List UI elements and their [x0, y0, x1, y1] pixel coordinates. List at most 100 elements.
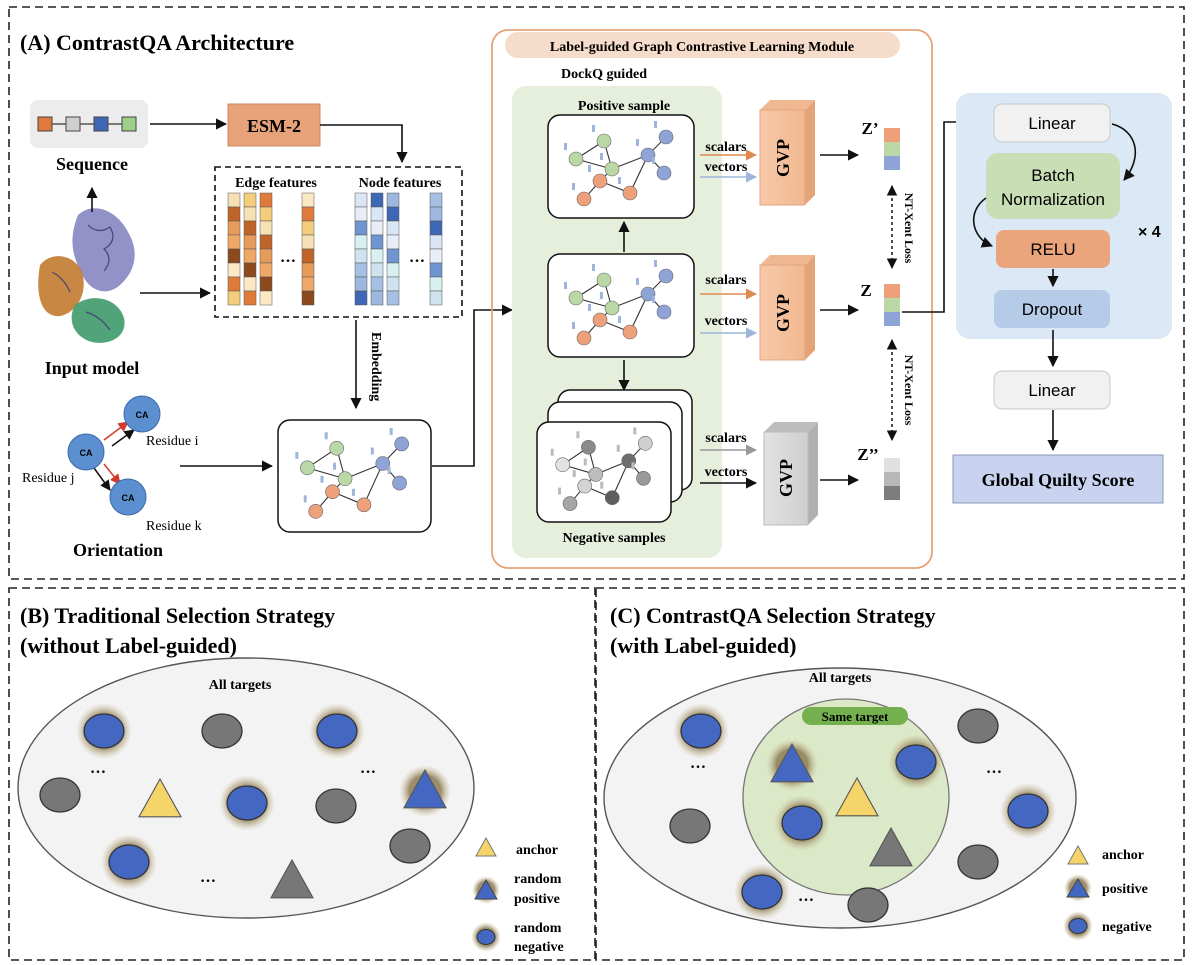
node-features-ellipsis: …	[409, 249, 425, 266]
esm2-label: ESM-2	[247, 116, 301, 136]
panel-c-dots-1: …	[690, 755, 706, 772]
graph-node	[308, 504, 324, 519]
edge-feature-cell	[227, 234, 241, 250]
vectors-label-1: vectors	[705, 160, 748, 175]
node-feature-cell	[354, 192, 368, 208]
repeat-label: × 4	[1138, 224, 1161, 241]
negative-sample	[895, 744, 937, 780]
graph-node	[656, 165, 672, 181]
edge-feature-cell	[301, 262, 315, 278]
graph-node-vector	[588, 304, 591, 311]
panel-a-border	[8, 6, 1185, 580]
node-feature-cell	[354, 206, 368, 222]
node-feature-cell	[429, 276, 443, 292]
graph-node	[568, 151, 584, 167]
graph-node	[658, 268, 674, 284]
module-title: Label-guided Graph Contrastive Learning …	[550, 40, 854, 55]
panel-b-legend-pos-1: random	[514, 872, 562, 887]
graph-node-vector	[618, 177, 621, 184]
graph-node-vector	[592, 125, 595, 132]
residue-k-label: Residue k	[146, 519, 202, 534]
relu-label: RELU	[1030, 240, 1075, 259]
anchor-sample-graph	[547, 253, 695, 358]
edge-feature-cell	[259, 234, 273, 250]
other-target-sample	[669, 808, 711, 844]
other-target-sample	[957, 844, 999, 880]
esm2-box	[227, 103, 321, 147]
gvp-row-negative	[700, 422, 818, 526]
graph-node	[622, 324, 638, 340]
graph-node	[636, 471, 651, 486]
panel-c-legend	[1063, 844, 1093, 941]
other-target-sample	[270, 858, 314, 899]
other-target-sample	[869, 826, 913, 867]
graph-node-vector	[654, 260, 657, 267]
edge-feature-cell	[259, 290, 273, 306]
graph-node	[640, 147, 656, 163]
edge-feature-cell	[301, 248, 315, 264]
edge-feature-cell	[227, 206, 241, 222]
edge-feature-cell	[301, 234, 315, 250]
panel-c-all-targets-label: All targets	[809, 671, 872, 686]
graph-node-vector	[600, 153, 603, 160]
panel-b-dots-2: …	[360, 760, 376, 777]
node-feature-cell	[370, 248, 384, 264]
positive-sample-label: Positive sample	[578, 99, 670, 114]
graph-node	[592, 173, 608, 189]
node-feature-cell	[354, 234, 368, 250]
edge-feature-cell	[259, 248, 273, 264]
z-vector	[884, 284, 900, 326]
graph-node	[604, 490, 620, 506]
contrastive-module	[491, 29, 933, 569]
z-prime-vector	[884, 128, 900, 170]
graph-node	[576, 191, 592, 207]
graph-node-vector	[572, 470, 576, 478]
panel-c-title-2: (with Label-guided)	[610, 633, 796, 658]
graph-node-vector	[389, 427, 393, 435]
graph-node	[394, 436, 409, 452]
node-feature-cell	[429, 248, 443, 264]
global-score-box	[952, 454, 1164, 504]
graph-node-vector	[592, 264, 595, 271]
positive-sample	[403, 768, 447, 809]
same-target-label: Same target	[822, 709, 889, 724]
panel-b-all-targets-label: All targets	[209, 678, 272, 693]
graph-node	[337, 471, 353, 487]
graph-node	[656, 304, 672, 320]
graph-node-vector	[631, 462, 635, 470]
scalars-label-1: scalars	[705, 140, 747, 155]
batchnorm-label-1: Batch	[1031, 166, 1074, 185]
graph-node-vector	[572, 183, 575, 190]
anchor-sample	[835, 776, 879, 817]
graph-node-vector	[558, 487, 562, 495]
embedding-label: Embedding	[368, 332, 383, 401]
negative-sample	[781, 805, 823, 841]
graph-node-vector	[387, 467, 391, 475]
residue-i-label: Residue i	[146, 434, 199, 449]
graph-node-vector	[324, 432, 328, 440]
node-feature-cell	[429, 192, 443, 208]
graph-node-vector	[636, 278, 639, 285]
node-feature-cell	[354, 248, 368, 264]
gvp-label-2: GVP	[773, 294, 793, 332]
panel-b-legend	[471, 836, 501, 952]
edge-feature-cell	[243, 290, 257, 306]
node-feature-cell	[429, 220, 443, 236]
graph-node	[375, 456, 391, 471]
negative-sample	[1007, 793, 1049, 829]
graph-node-vector	[618, 316, 621, 323]
node-feature-cell	[386, 276, 400, 292]
edge-feature-cell	[301, 220, 315, 236]
edge-feature-cell	[243, 262, 257, 278]
node-feature-cell	[386, 234, 400, 250]
anchor-sample	[138, 777, 182, 818]
graph-node-vector	[333, 462, 337, 470]
node-feature-cell	[386, 262, 400, 278]
same-target-pill	[802, 707, 908, 725]
edge-feature-cell	[243, 220, 257, 236]
graph-node	[596, 133, 612, 149]
graph-node-vector	[633, 427, 637, 435]
z-double-prime-vector	[884, 458, 900, 500]
negative-sample	[83, 713, 125, 749]
residue-j-label: Residue j	[22, 471, 75, 486]
